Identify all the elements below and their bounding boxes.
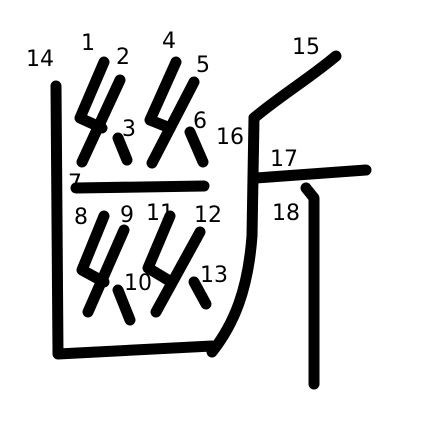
stroke-number-13: 13 bbox=[200, 263, 228, 288]
stroke-number-2: 2 bbox=[116, 45, 130, 70]
stroke-number-7: 7 bbox=[68, 171, 82, 196]
stroke-3 bbox=[112, 132, 133, 166]
stroke-14 bbox=[50, 80, 218, 360]
stroke-16 bbox=[206, 112, 260, 358]
stroke-8 bbox=[76, 210, 110, 288]
stroke-number-9: 9 bbox=[120, 203, 134, 228]
stroke-number-17: 17 bbox=[270, 147, 298, 172]
stroke-15 bbox=[248, 50, 342, 124]
stroke-number-1: 1 bbox=[81, 31, 95, 56]
stroke-number-16: 16 bbox=[216, 125, 244, 150]
stroke-number-18: 18 bbox=[272, 201, 300, 226]
stroke-13 bbox=[188, 276, 212, 310]
stroke-11 bbox=[142, 210, 176, 286]
stroke-number-4: 4 bbox=[162, 29, 176, 54]
stroke-number-11: 11 bbox=[146, 201, 174, 226]
stroke-18 bbox=[300, 182, 320, 390]
stroke-number-8: 8 bbox=[74, 205, 88, 230]
stroke-17 bbox=[250, 164, 372, 184]
stroke-9 bbox=[82, 224, 130, 318]
stroke-number-3: 3 bbox=[122, 117, 136, 142]
stroke-6 bbox=[184, 126, 209, 168]
stroke-2 bbox=[76, 74, 126, 168]
stroke-number-labels: 1 2 3 4 5 6 7 8 9 10 11 12 13 14 15 16 1… bbox=[26, 29, 320, 296]
stroke-12 bbox=[150, 226, 206, 318]
stroke-number-10: 10 bbox=[124, 271, 152, 296]
stroke-number-12: 12 bbox=[194, 203, 222, 228]
stroke-number-15: 15 bbox=[292, 35, 320, 60]
stroke-10 bbox=[112, 284, 136, 326]
stroke-number-6: 6 bbox=[193, 109, 207, 134]
stroke-number-14: 14 bbox=[26, 47, 54, 72]
character-strokes bbox=[50, 50, 372, 390]
stroke-5 bbox=[146, 76, 200, 169]
stroke-4 bbox=[144, 56, 182, 134]
stroke-7 bbox=[70, 180, 210, 194]
stroke-number-5: 5 bbox=[196, 53, 210, 78]
